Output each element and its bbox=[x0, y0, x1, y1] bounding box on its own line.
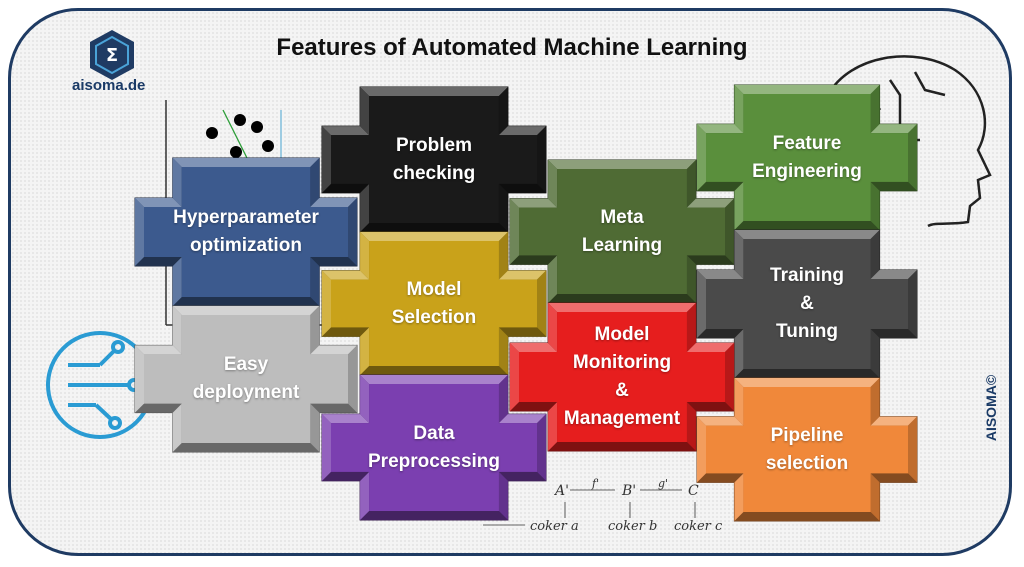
tile-model-monitoring: Model Monitoring & Management bbox=[509, 302, 735, 452]
tile-pipeline-shape bbox=[696, 377, 918, 522]
tile-model-selection-shape bbox=[321, 231, 547, 376]
tile-label: Model Monitoring & Management bbox=[563, 324, 681, 429]
tile-pipeline-selection: Pipeline selection bbox=[696, 377, 918, 522]
tile-label: Meta Learning bbox=[581, 206, 663, 256]
tile-label: Easy deployment bbox=[192, 354, 300, 403]
scatter-points bbox=[206, 114, 274, 158]
tile-problem-shape bbox=[321, 86, 547, 233]
tile-hyperparameter-optimization: Hyperparameter optimization bbox=[134, 157, 358, 307]
tile-label: Hyperparameter optimization bbox=[173, 207, 319, 256]
copyright-label: AISOMA© bbox=[983, 374, 1000, 442]
tile-easy-deployment-shape bbox=[134, 305, 358, 453]
tile-label: Model Selection bbox=[391, 278, 477, 328]
svg-text:f': f' bbox=[591, 477, 599, 490]
tile-hyperparameter-shape bbox=[134, 157, 358, 307]
svg-text:coker b: coker b bbox=[608, 519, 657, 534]
tile-training-shape bbox=[696, 229, 918, 379]
tile-label: Data Preprocessing bbox=[368, 422, 500, 472]
tile-label: Feature Engineering bbox=[752, 132, 862, 182]
tile-easy-deployment: Easy deployment bbox=[134, 305, 358, 453]
tile-label: Problem checking bbox=[392, 134, 476, 184]
tile-label: Pipeline selection bbox=[765, 424, 849, 474]
commutative-diagram: A' f' B' g' C coker a coker b coker c bbox=[483, 477, 723, 534]
tile-label: Training & Tuning bbox=[770, 265, 844, 342]
page-title: Features of Automated Machine Learning bbox=[276, 34, 748, 61]
tile-meta-learning: Meta Learning bbox=[509, 159, 735, 304]
h1-line bbox=[222, 109, 249, 161]
svg-text:coker c: coker c bbox=[674, 519, 723, 534]
tile-feature-shape bbox=[696, 84, 918, 231]
tile-model-selection: Model Selection bbox=[321, 231, 547, 376]
svg-text:coker a: coker a bbox=[530, 519, 579, 534]
tile-problem-checking: Problem checking bbox=[321, 86, 547, 233]
svg-text:g': g' bbox=[658, 477, 668, 490]
tile-feature-engineering: Feature Engineering bbox=[696, 84, 918, 231]
tile-meta-shape bbox=[509, 159, 735, 304]
svg-text:C: C bbox=[688, 483, 699, 499]
tile-model-monitoring-shape bbox=[509, 302, 735, 452]
tile-data-preprocessing: Data Preprocessing bbox=[321, 374, 547, 521]
logo-text: aisoma.de bbox=[72, 77, 146, 94]
svg-text:B': B' bbox=[621, 483, 636, 499]
svg-text:Σ: Σ bbox=[106, 45, 118, 66]
tile-data-preprocessing-shape bbox=[321, 374, 547, 521]
aisoma-logo-icon: Σ bbox=[90, 30, 134, 80]
svg-text:A': A' bbox=[553, 483, 569, 499]
tile-training-tuning: Training & Tuning bbox=[696, 229, 918, 379]
